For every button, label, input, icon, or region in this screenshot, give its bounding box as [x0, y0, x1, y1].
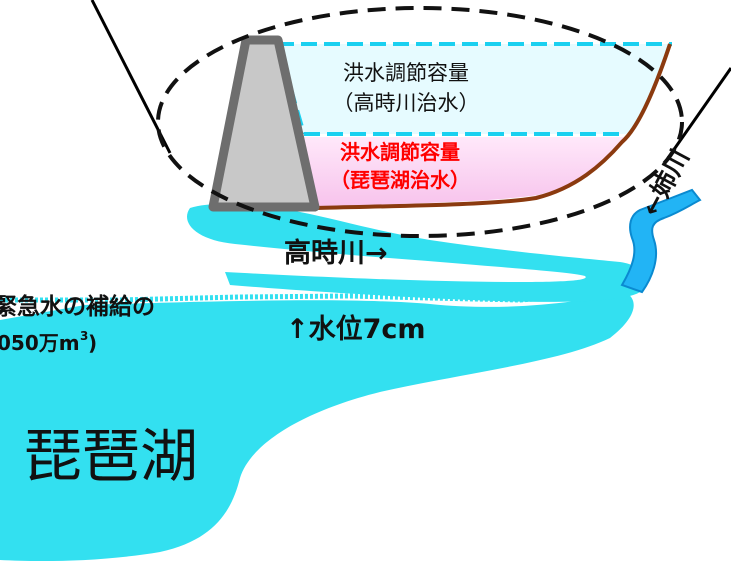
- takatoki-river: [187, 203, 645, 302]
- lower-capacity-label-line2: （琵琶湖治水）: [330, 168, 470, 192]
- upper-capacity-fill: [278, 44, 672, 134]
- ane-river: [620, 188, 702, 294]
- emergency-supply-label-line1: 緊急水の補給の: [0, 293, 155, 320]
- upper-capacity-label-line1: 洪水調節容量: [343, 61, 469, 85]
- lower-capacity-fill: [304, 137, 625, 207]
- lake-biwa-water: [0, 292, 634, 562]
- lake-biwa-label: 琵琶湖: [24, 422, 198, 490]
- emergency-supply-label-sup: 3: [80, 329, 88, 343]
- reservoir-riverbank: [315, 43, 672, 210]
- lower-capacity-label-line1: 洪水調節容量: [340, 140, 460, 164]
- takatoki-river-label: 高時川→: [284, 237, 388, 269]
- water-level-label: ↑水位7cm: [286, 313, 426, 345]
- emergency-supply-label-line2: 050万m: [0, 331, 80, 355]
- dam-body: [208, 35, 320, 212]
- left-valley-slope: [90, 0, 172, 154]
- reservoir-boundary-ellipse: [156, 6, 684, 238]
- right-valley-slope: [666, 67, 731, 159]
- emergency-supply-label-close: ): [88, 331, 97, 355]
- upper-capacity-label-line2: （高時川治水）: [333, 91, 480, 115]
